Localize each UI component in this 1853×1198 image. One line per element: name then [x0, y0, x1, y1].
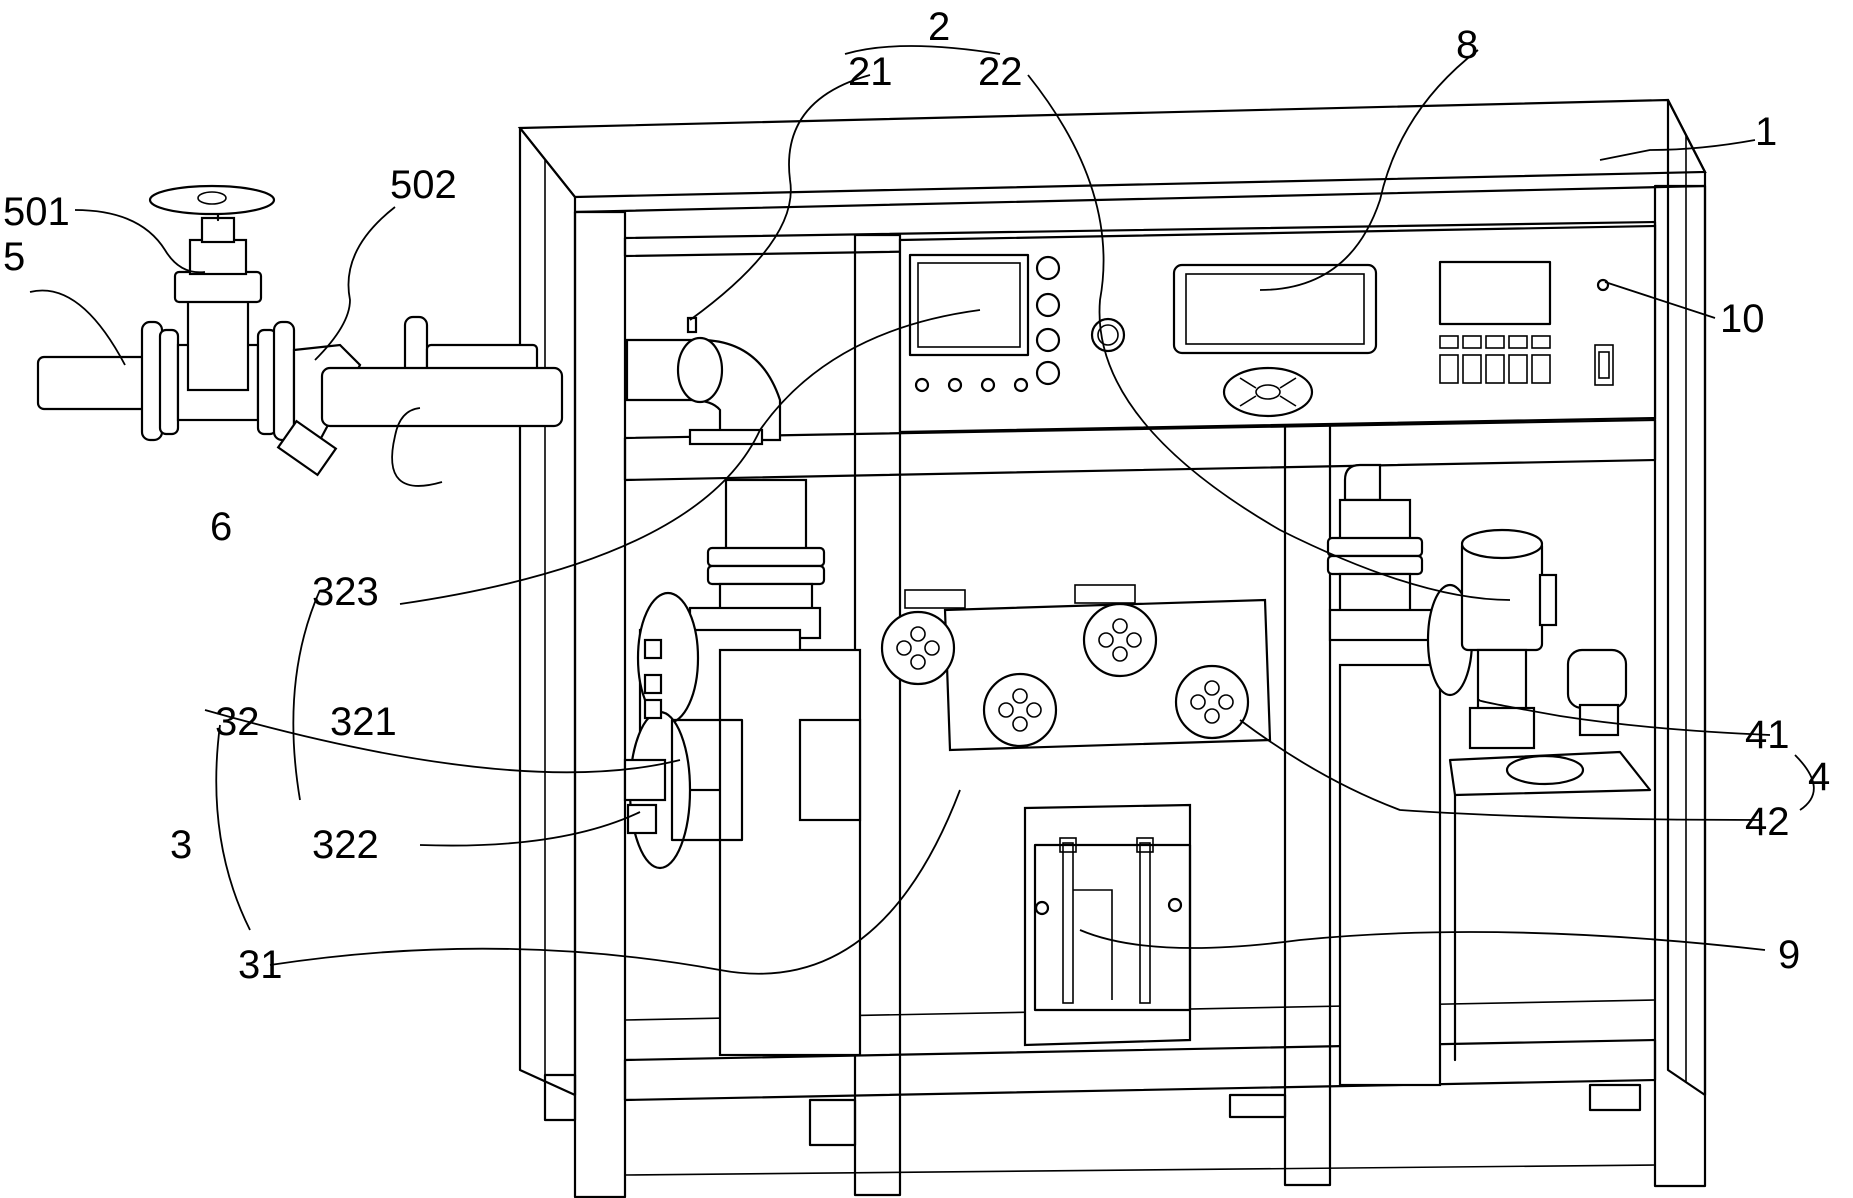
label-8: 8 — [1456, 23, 1478, 67]
label-323: 323 — [312, 570, 379, 614]
label-42: 42 — [1745, 800, 1790, 844]
label-5: 5 — [3, 235, 25, 279]
label-502: 502 — [390, 163, 457, 207]
elbow-pipe-21 — [625, 316, 782, 446]
manifold-assembly — [880, 584, 1272, 752]
label-501: 501 — [3, 190, 70, 234]
label-1: 1 — [1755, 110, 1777, 154]
right-riser-pipe — [1326, 463, 1474, 1087]
label-9: 9 — [1778, 933, 1800, 977]
label-21: 21 — [848, 50, 893, 94]
pump-motor — [1448, 528, 1652, 1062]
label-22: 22 — [978, 50, 1023, 94]
electrode-box-9 — [1023, 803, 1192, 1047]
label-4: 4 — [1808, 755, 1830, 799]
label-322: 322 — [312, 823, 379, 867]
label-10: 10 — [1720, 297, 1765, 341]
label-41: 41 — [1745, 713, 1790, 757]
label-6: 6 — [210, 505, 232, 549]
leader-lines — [29, 45, 1815, 975]
label-321: 321 — [330, 700, 397, 744]
control-panel — [898, 224, 1657, 434]
left-riser-pipe — [688, 478, 826, 640]
label-2: 2 — [928, 5, 950, 49]
label-3: 3 — [170, 823, 192, 867]
inlet-assembly — [36, 184, 564, 477]
heater-tank-31 — [623, 591, 862, 1057]
label-32: 32 — [215, 700, 260, 744]
label-31: 31 — [238, 943, 283, 987]
reference-labels: 2 21 22 8 1 10 501 502 5 6 323 32 321 3 … — [3, 5, 1830, 987]
